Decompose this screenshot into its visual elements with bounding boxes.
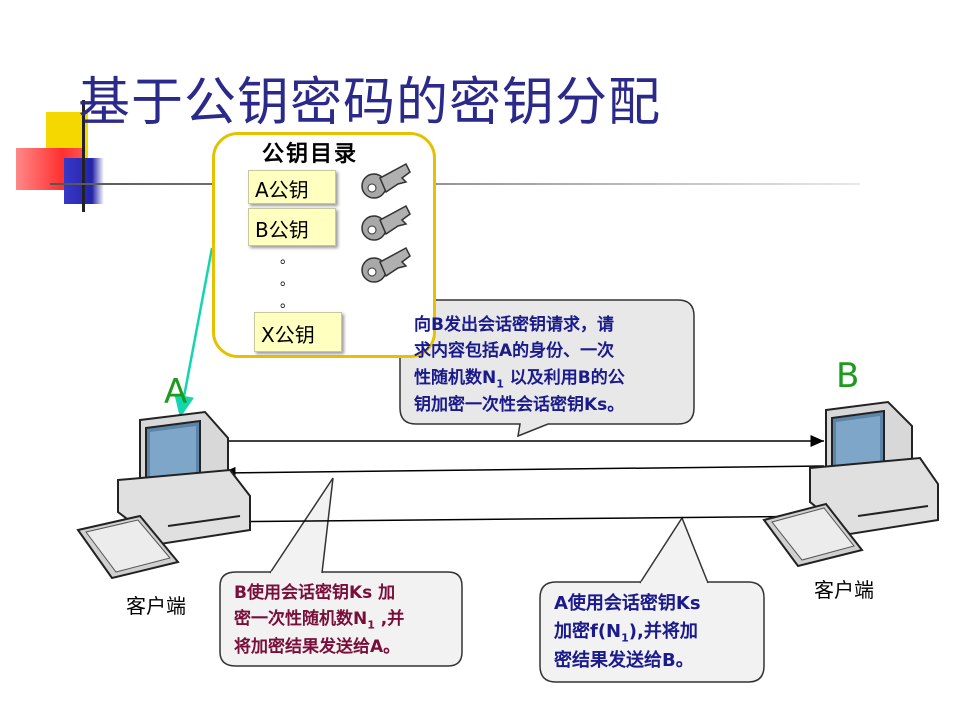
a-reply-callout: [539, 581, 765, 683]
arrow-a-to-b-confirm: [204, 510, 849, 523]
computer-a-icon: [76, 410, 251, 580]
a-reply-message: A使用会话密钥Ks 加密f(N1),并将加 密结果发送给B。: [554, 590, 701, 674]
request-line-3: 性随机数N1 以及利用B的公: [414, 367, 625, 391]
a-reply-callout-tail: [639, 516, 709, 584]
computer-b-icon: [762, 400, 939, 568]
a-reply-line-3: 密结果发送给B。: [554, 649, 694, 671]
ellipsis-dot: 。: [280, 273, 294, 289]
request-line-1: 向B发出会话密钥请求，请: [414, 315, 614, 335]
arrow-directory-to-a: [174, 247, 214, 419]
a-reply-line-2: 加密f(N1),并将加: [554, 620, 698, 645]
b-reply-line-1: B使用会话密钥Ks 加: [234, 583, 396, 603]
directory-entry-b: B公钥: [248, 208, 336, 246]
page-title: 基于公钥密码的密钥分配: [78, 73, 662, 133]
directory-entry-x: X公钥: [254, 312, 342, 352]
directory-entry-a: A公钥: [248, 170, 336, 204]
request-line-4: 钥加密一次性会话密钥Ks。: [414, 395, 625, 416]
request-line-2: 求内容包括A的身份、一次: [414, 341, 615, 362]
node-a-label: A: [164, 372, 188, 412]
b-reply-callout-tail: [269, 477, 334, 574]
directory-title: 公钥目录: [262, 142, 359, 167]
b-reply-message: B使用会话密钥Ks 加 密一次性随机数N1 ,并 将加密结果发送给A。: [234, 580, 404, 660]
request-message: 向B发出会话密钥请求，请 求内容包括A的身份、一次 性随机数N1 以及利用B的公…: [414, 312, 625, 418]
b-reply-callout: [219, 571, 463, 667]
a-reply-line-1: A使用会话密钥Ks: [554, 593, 701, 614]
decor-horizontal-line: [50, 183, 860, 185]
b-reply-line-3: 将加密结果发送给A。: [234, 636, 401, 657]
b-reply-line-2: 密一次性随机数N1 ,并: [234, 609, 405, 632]
ellipsis-dot: 。: [280, 251, 294, 267]
ellipsis-dot: 。: [280, 295, 294, 311]
client-a-label: 客户端: [126, 594, 186, 618]
arrow-b-to-a-reply: [221, 465, 825, 479]
client-b-label: 客户端: [814, 578, 874, 602]
decor-vertical-line: [82, 100, 85, 212]
node-b-label: B: [836, 356, 860, 396]
